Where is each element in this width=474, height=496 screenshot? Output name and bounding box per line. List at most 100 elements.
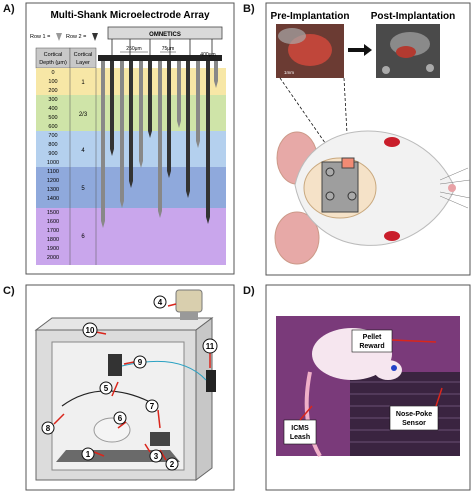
- pellet-arrow: [391, 339, 437, 343]
- shank: [101, 61, 105, 221]
- panel-b-implant: Pre-Implantation Post-Implantation 1mm: [265, 2, 471, 276]
- depth-label: 2000: [47, 255, 59, 261]
- depth-label: 1300: [47, 187, 59, 193]
- callout-label: 3: [154, 452, 159, 461]
- panel-d-letter: D): [243, 285, 255, 297]
- layer-labels: 1 2/3 4 5 6: [79, 80, 88, 240]
- icms-leash-label-box: [283, 419, 317, 445]
- callout-label: 6: [118, 414, 123, 423]
- depth-label: 1800: [47, 237, 59, 243]
- depth-label: 700: [48, 133, 57, 139]
- callout-circle: [99, 381, 113, 395]
- shank: [167, 61, 171, 171]
- shank: [186, 61, 190, 191]
- shank: [110, 61, 114, 149]
- callout-circle: [165, 457, 179, 471]
- shank: [214, 61, 218, 81]
- pellet-reward-label-box: [351, 329, 393, 353]
- layer-label: 4: [81, 148, 85, 154]
- depth-label: 1100: [47, 169, 59, 175]
- callout-circle: [149, 449, 163, 463]
- depth-header-line1: Cortical: [44, 52, 63, 58]
- nose-label-line1: Nose-Poke: [396, 411, 432, 418]
- callout-label: 2: [170, 460, 175, 469]
- pellet-label-line2: Reward: [359, 343, 384, 350]
- pellet-label-line1: Pellet: [363, 334, 382, 341]
- callouts: 1 2 3 4 5 6 7 8 9 10 11: [41, 295, 218, 471]
- icms-label-line2: Leash: [290, 434, 310, 441]
- icms-label-line1: ICMS: [291, 425, 309, 432]
- depth-label: 1200: [47, 178, 59, 184]
- row2-label: Row 2 =: [66, 34, 86, 40]
- depth-label: 1600: [47, 219, 59, 225]
- callout-arrows: [53, 303, 211, 461]
- panel-c-letter: C): [3, 285, 15, 297]
- brand-label: OMNETICS: [149, 32, 181, 38]
- connector-wires: [111, 39, 213, 55]
- layer-band-6: [36, 208, 226, 265]
- callout-label: 8: [46, 424, 51, 433]
- nose-poke-label-box: [389, 405, 439, 431]
- panel-b-letter: B): [243, 3, 255, 15]
- pellet-dispenser: [175, 289, 203, 313]
- callout-circle: [113, 411, 127, 425]
- chamber-side: [195, 317, 213, 481]
- row2-shank-icon: [92, 33, 98, 41]
- panel-a-array: Multi-Shank Microelectrode Array Row 1 =…: [25, 2, 235, 275]
- depth-label: 1900: [47, 246, 59, 252]
- depth-label: 200: [48, 88, 57, 94]
- nose-poke-port: [150, 432, 170, 446]
- panel-d-photo: Pellet Reward ICMS Leash Nose-Poke Senso…: [265, 284, 471, 491]
- layer-label: 2/3: [79, 112, 88, 118]
- depth-label: 600: [48, 124, 57, 130]
- depth-label: 300: [48, 97, 57, 103]
- depth-label: 400: [48, 106, 57, 112]
- depth-label: 900: [48, 151, 57, 157]
- callout-circle: [82, 322, 98, 338]
- callout-label: 5: [104, 384, 109, 393]
- callout-label: 10: [86, 326, 95, 335]
- nose-poke-arrow: [435, 387, 443, 407]
- depth-labels: 0 100 200 300 400 500 600 700 800 900 10…: [47, 70, 59, 261]
- depth-label: 500: [48, 115, 57, 121]
- panel-c-chamber: 1 2 3 4 5 6 7 8 9 10 11: [25, 284, 235, 491]
- skull-screw: [325, 167, 335, 177]
- shank: [120, 61, 124, 201]
- shank: [158, 61, 162, 211]
- scale-bar-label: 1mm: [284, 70, 294, 75]
- layer-label: 5: [81, 186, 85, 192]
- spacing-250-label: 250μm: [126, 46, 141, 52]
- array-title: Multi-Shank Microelectrode Array: [50, 10, 210, 21]
- layer-header-line1: Cortical: [74, 52, 93, 58]
- callout-circle: [133, 355, 147, 369]
- callout-circle: [81, 447, 95, 461]
- depth-label: 0: [51, 70, 54, 76]
- icms-leash-cable: [304, 371, 322, 458]
- depth-label: 1500: [47, 210, 59, 216]
- panel-a-letter: A): [3, 3, 15, 15]
- depth-label: 1400: [47, 196, 59, 202]
- spacing-400-label: 400μm: [200, 52, 215, 58]
- callout-circle: [202, 338, 218, 354]
- shank: [139, 61, 143, 161]
- callout-label: 1: [86, 450, 91, 459]
- nose-label-line2: Sensor: [402, 420, 426, 427]
- layer-label: 1: [81, 80, 85, 86]
- pre-implant-label: Pre-Implantation: [271, 11, 350, 22]
- row1-label: Row 1 =: [30, 34, 50, 40]
- shank: [148, 61, 152, 131]
- depth-label: 100: [48, 79, 57, 85]
- shank: [129, 61, 133, 181]
- layer-label: 6: [81, 234, 85, 240]
- skull-screw: [347, 191, 357, 201]
- shanks: [101, 61, 218, 228]
- pre-to-post-arrow-icon: [348, 44, 372, 56]
- callout-label: 11: [206, 342, 215, 351]
- omnetics-connector: [107, 26, 223, 40]
- callout-label: 4: [158, 298, 163, 307]
- depth-label: 800: [48, 142, 57, 148]
- callout-circle: [153, 295, 167, 309]
- depth-label: 1000: [47, 160, 59, 166]
- headcap-connector: [391, 365, 397, 371]
